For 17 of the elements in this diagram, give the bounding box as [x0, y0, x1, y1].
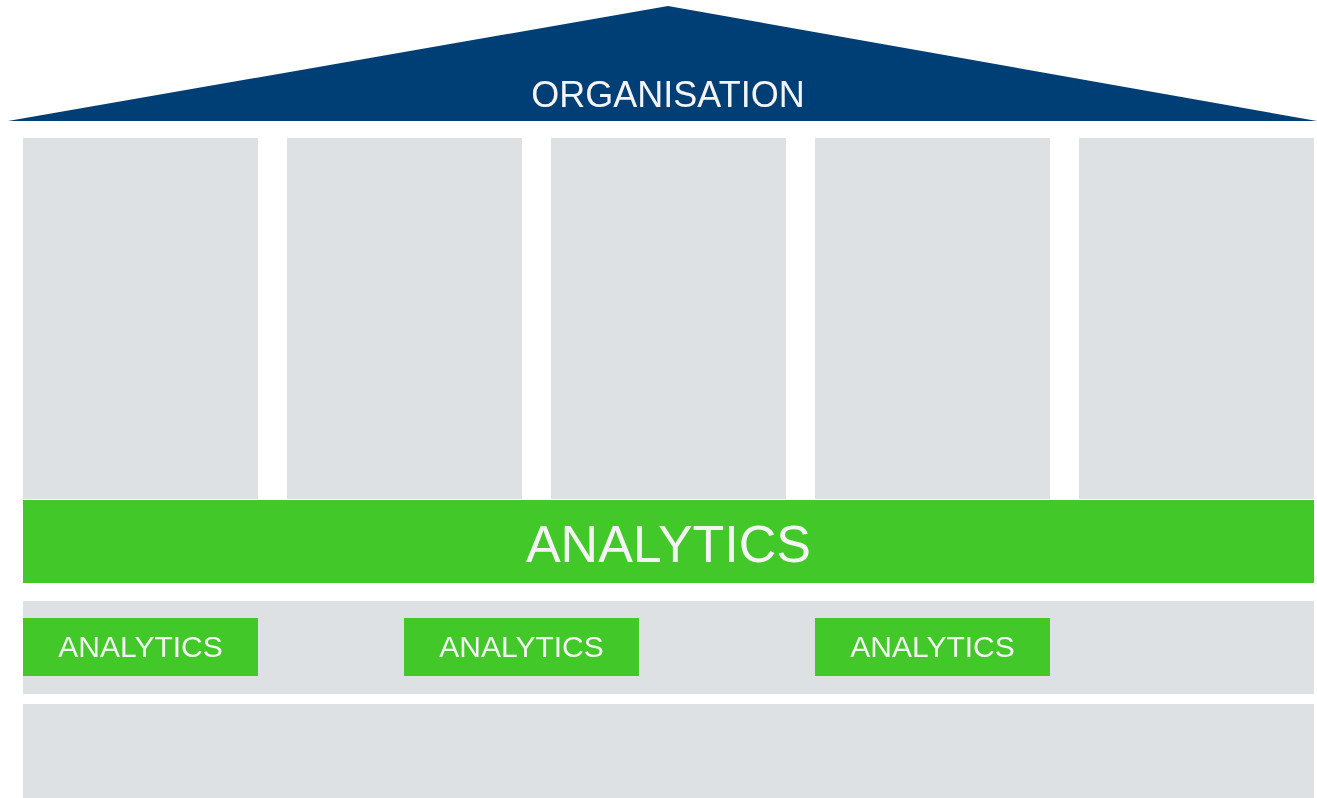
analytics-box [23, 618, 258, 676]
band-label: ANALYTICS [849, 630, 1016, 664]
pillar-block [551, 138, 786, 499]
pillar-block [815, 138, 1050, 499]
roof-title: ORGANISATION [530, 74, 806, 116]
band-label: ANALYTICS [438, 630, 605, 664]
analytics-box [815, 618, 1050, 676]
pillar-block [1079, 138, 1314, 499]
band-label: ANALYTICS [524, 514, 813, 574]
analytics-band [23, 500, 1314, 583]
pillar-block [23, 138, 258, 499]
roof-triangle [8, 6, 1317, 121]
band-label: ANALYTICS [57, 630, 224, 664]
pillar-block [287, 138, 522, 499]
foundation-band [23, 601, 1314, 694]
analytics-box [404, 618, 639, 676]
foundation-band [23, 704, 1314, 798]
